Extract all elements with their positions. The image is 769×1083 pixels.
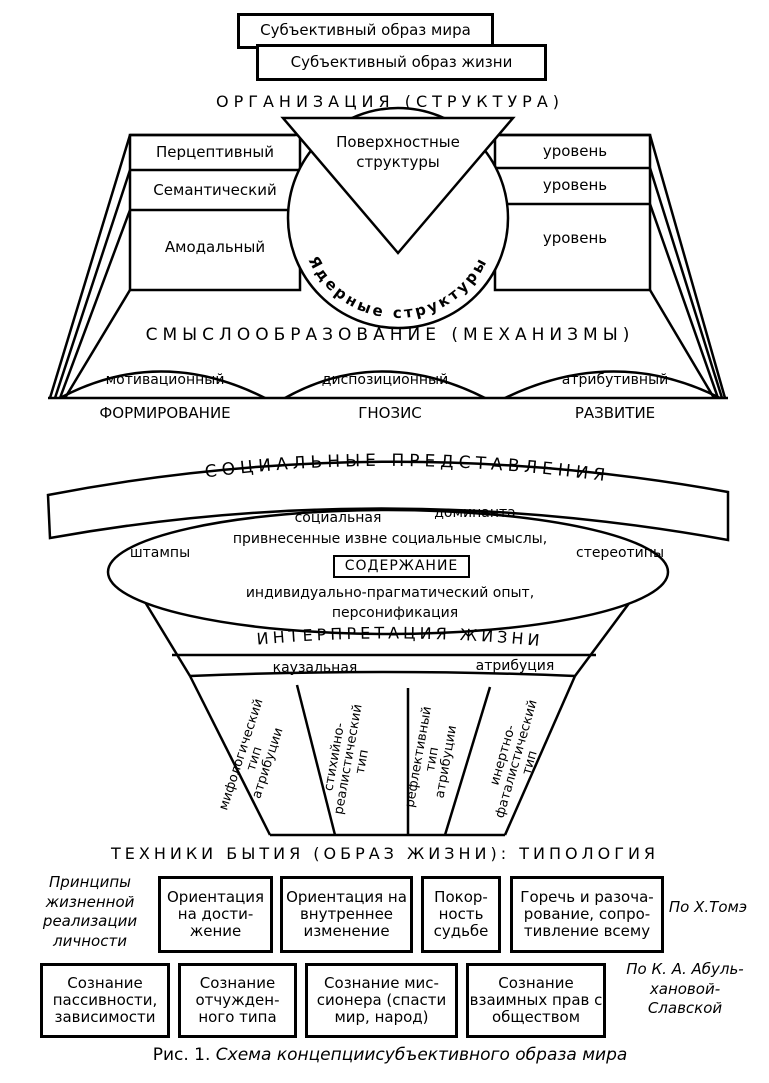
- process-development: РАЗВИТИЕ: [574, 404, 656, 422]
- level-semantic: Семантический: [153, 181, 277, 199]
- process-formation: ФОРМИРОВАНИЕ: [99, 404, 231, 422]
- causal-label: каузальная: [272, 660, 358, 676]
- meaning-title: СМЫСЛООБРАЗОВАНИЕ (МЕХАНИЗМЫ): [145, 325, 635, 345]
- stereotypes-label: стереотипы: [576, 545, 664, 561]
- stamps-label: штампы: [129, 545, 191, 561]
- caption-text: Схема концепциисубъективного образа мира: [215, 1045, 628, 1065]
- abulkhanova-ref: По К. А. Абуль-хановой-Славской: [626, 960, 744, 1017]
- external-meanings: привнесенные извне социальные смыслы,: [232, 531, 548, 547]
- mechanism-motivational: мотивационный: [105, 372, 225, 388]
- process-gnosis: ГНОЗИС: [358, 404, 422, 422]
- level-word-2: уровень: [542, 176, 608, 194]
- caption-prefix: Рис. 1.: [152, 1045, 211, 1065]
- level-word-3: уровень: [542, 229, 608, 247]
- thomae-box-4: Горечь и разоча-рование, сопро-тивление …: [510, 876, 664, 953]
- type-3-text: рефлективныйтипатрибуции: [402, 705, 462, 813]
- thomae-ref: По Х.Томэ: [668, 898, 748, 916]
- world-image-label: Субъективный образ мира: [260, 21, 471, 40]
- thomae-box-1: Ориентация на дости-жение: [158, 876, 273, 953]
- life-image-box: Субъективный образ жизни: [256, 44, 547, 81]
- mechanism-dispositional: диспозиционный: [321, 372, 449, 388]
- abulkhanova-box-1: Сознание пассивности, зависимости: [40, 963, 170, 1038]
- figure-caption: Рис. 1. Схема концепциисубъективного обр…: [110, 1045, 670, 1065]
- techniques-title: ТЕХНИКИ БЫТИЯ (ОБРАЗ ЖИЗНИ): ТИПОЛОГИЯ: [110, 844, 660, 863]
- mechanism-attributive: атрибутивный: [561, 372, 669, 388]
- surface-structures-label: Поверхностные структуры: [336, 133, 460, 172]
- level-word-1: уровень: [542, 142, 608, 160]
- abulkhanova-box-2: Сознание отчужден-ного типа: [178, 963, 297, 1038]
- type-4-text: инертно-фаталистическийтип: [479, 694, 554, 823]
- social-dominant-left: социальная: [294, 510, 382, 526]
- level-perceptive: Перцептивный: [155, 143, 274, 161]
- attribution-label: атрибуция: [475, 658, 555, 674]
- world-image-box: Субъективный образ мира: [237, 13, 494, 49]
- experience-line-2: персонификация: [331, 605, 459, 621]
- principles-label: Принципы жизненной реализации личности: [42, 873, 138, 950]
- organization-title: ОРГАНИЗАЦИЯ (СТРУКТУРА): [215, 92, 565, 111]
- life-image-label: Субъективный образ жизни: [290, 52, 513, 71]
- level-amodal: Амодальный: [164, 238, 266, 256]
- abulkhanova-box-4: Сознание взаимных прав с обществом: [466, 963, 606, 1038]
- content-label-box: СОДЕРЖАНИЕ: [333, 555, 470, 578]
- type-2-text: стихийно-реалистическийтип: [318, 701, 380, 818]
- social-dominant-right: доминанта: [434, 505, 516, 521]
- abulkhanova-box-3: Сознание мис-сионера (спасти мир, народ): [305, 963, 458, 1038]
- thomae-box-2: Ориентация на внутреннее изменение: [280, 876, 413, 953]
- experience-line-1: индивидуально-прагматический опыт,: [245, 585, 535, 601]
- thomae-box-3: Покор-ность судьбе: [421, 876, 501, 953]
